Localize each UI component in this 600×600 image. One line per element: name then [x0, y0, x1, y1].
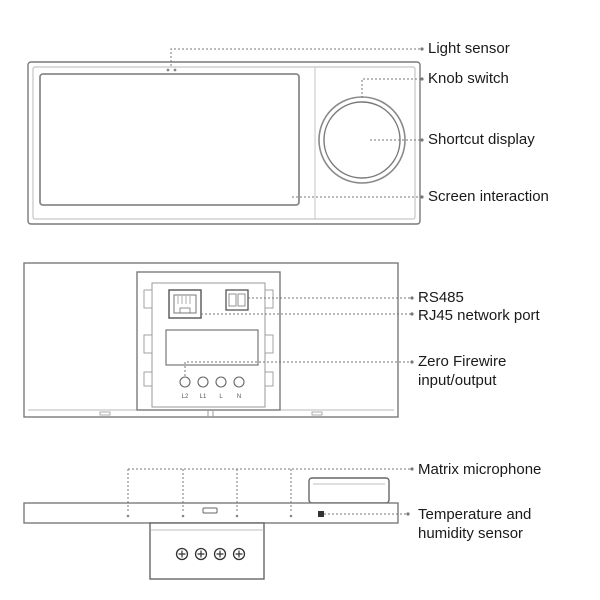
terminal-screw: [179, 376, 191, 388]
terminal-screw: [233, 376, 245, 388]
mount-tab: [143, 289, 153, 309]
label-zero-firewire-2: input/output: [418, 372, 497, 389]
callout-zero-firewire: [184, 361, 412, 376]
mount-tab: [264, 334, 274, 354]
mic-hole: [235, 514, 239, 518]
knob-side: [308, 477, 390, 504]
callouts: [127, 47, 424, 516]
terminal-screw: [197, 376, 209, 388]
mount-tab: [264, 289, 274, 309]
mount-tab: [143, 334, 153, 354]
mount-tab: [264, 371, 274, 387]
terminal-label: L1: [200, 394, 207, 400]
label-zero-firewire-1: Zero Firewire: [418, 353, 507, 370]
label-screen-interaction: Screen interaction: [428, 188, 549, 205]
light-sensor-dot: [166, 68, 170, 72]
front-panel-inner: [32, 66, 416, 220]
label-temp-humidity-1: Temperature and: [418, 506, 532, 523]
terminal-label: L2: [182, 394, 189, 400]
label-light-sensor: Light sensor: [428, 40, 510, 57]
mic-hole: [289, 514, 293, 518]
mic-hole: [181, 514, 185, 518]
clip: [99, 411, 111, 416]
knob-switch: [323, 101, 401, 179]
side-view: [23, 477, 399, 580]
terminal-label: N: [237, 394, 241, 400]
label-rs485: RS485: [418, 289, 464, 306]
screen: [39, 73, 300, 206]
usb-slot: [202, 507, 218, 514]
label-shortcut-display: Shortcut display: [428, 131, 535, 148]
side-terminals: [175, 547, 246, 561]
label-matrix-microphone: Matrix microphone: [418, 461, 542, 478]
terminal-block: [165, 329, 259, 366]
label-knob-switch: Knob switch: [428, 70, 509, 87]
label-rj45: RJ45 network port: [418, 307, 540, 324]
label-temp-humidity-2: humidity sensor: [418, 525, 524, 542]
back-view: L2 L1 L N: [23, 262, 399, 418]
mount-tab: [143, 371, 153, 387]
temp-sensor-square: [318, 511, 324, 517]
terminal-label: L: [219, 394, 223, 400]
terminal-screw: [215, 376, 227, 388]
callout-light-sensor: [170, 48, 422, 66]
clip: [311, 411, 323, 416]
back-box-side: [149, 522, 265, 580]
front-view: [27, 61, 421, 225]
terminals: L2 L1 L N: [179, 376, 245, 400]
mic-hole: [126, 514, 130, 518]
rs485-connector: [225, 289, 249, 311]
light-sensor-dot: [173, 68, 177, 72]
